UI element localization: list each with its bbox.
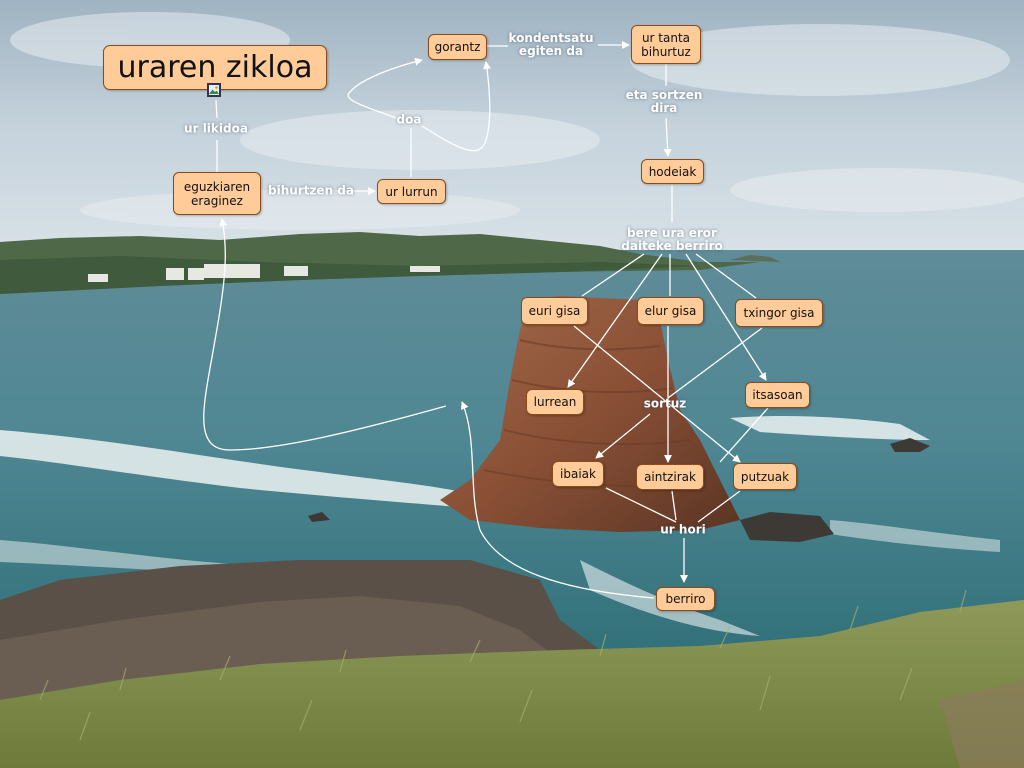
link-label-eta-sortzen: eta sortzen dira [626, 89, 703, 115]
link-label-kondentsatu: kondentsatu egiten da [509, 32, 594, 58]
link-label-bere-ura: bere ura eror daiteke berriro [621, 227, 723, 253]
concept-gorantz[interactable]: gorantz [428, 34, 487, 60]
link-label-bihurtzen: bihurtzen da [268, 185, 354, 198]
concept-elur-gisa[interactable]: elur gisa [637, 297, 704, 325]
concept-aintzirak[interactable]: aintzirak [636, 464, 704, 490]
concept-hodeiak[interactable]: hodeiak [641, 159, 704, 184]
concept-eguzkiaren-eraginez[interactable]: eguzkiaren eraginez [173, 172, 261, 215]
image-icon[interactable] [207, 83, 221, 97]
concept-ibaiak[interactable]: ibaiak [552, 461, 604, 487]
concept-berriro[interactable]: berriro [656, 587, 715, 611]
concept-itsasoan[interactable]: itsasoan [745, 382, 810, 408]
concept-txingor-gisa[interactable]: txingor gisa [735, 299, 823, 327]
concept-euri-gisa[interactable]: euri gisa [521, 297, 588, 325]
concept-putzuak[interactable]: putzuak [733, 463, 797, 490]
link-label-sortuz: sortuz [644, 398, 687, 411]
concept-ur-lurrun[interactable]: ur lurrun [377, 179, 446, 204]
link-label-ur-likidoa: ur likidoa [184, 123, 248, 136]
link-label-doa: doa [397, 114, 422, 127]
link-label-ur-hori: ur hori [660, 524, 705, 537]
concept-lurrean[interactable]: lurrean [526, 389, 584, 415]
concept-ur-tanta-bihurtuz[interactable]: ur tanta bihurtuz [631, 25, 701, 64]
